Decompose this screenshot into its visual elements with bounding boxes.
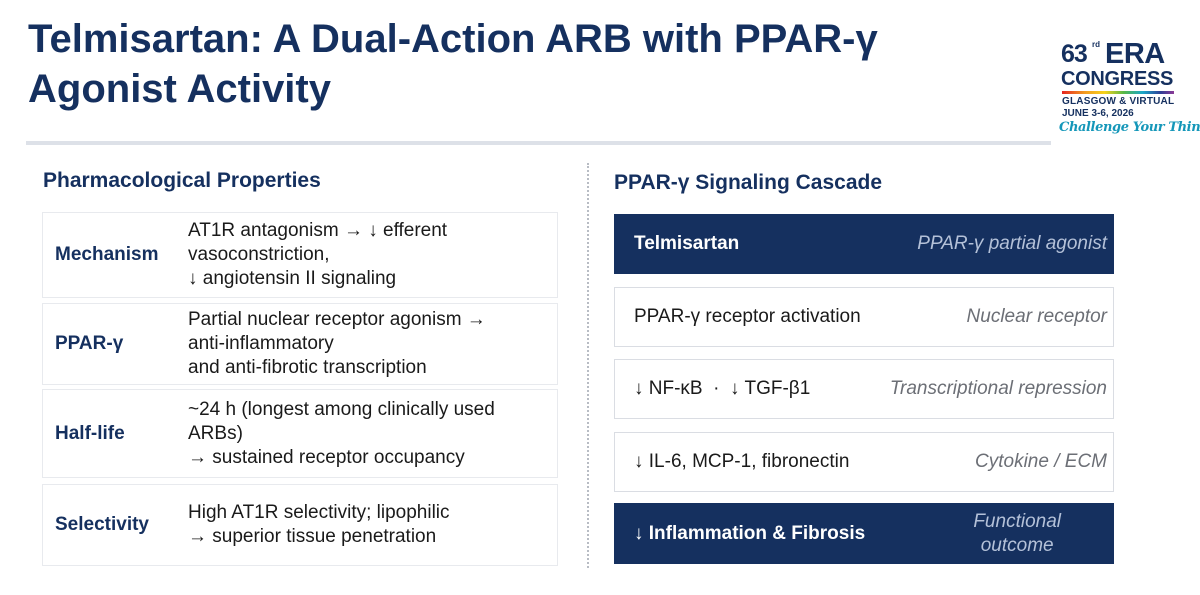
- step-annotation: Nuclear receptor: [966, 306, 1107, 327]
- step-label: Telmisartan: [634, 233, 740, 254]
- step-annotation: Transcriptional repression: [889, 378, 1107, 399]
- property-line: High AT1R selectivity; lipophilic: [188, 502, 450, 523]
- step-annotation-line: Functional: [973, 510, 1061, 532]
- logo-tagline: Challenge Your Thinking: [1059, 120, 1200, 135]
- property-label: Mechanism: [55, 244, 159, 265]
- cascade-step-cytokines: ↓ IL-6, MCP-1, fibronectin Cytokine / EC…: [614, 432, 1114, 492]
- step-label: ↓ NF-κB · ↓ TGF-β1: [634, 378, 811, 399]
- property-description: Partial nuclear receptor agonism → anti-…: [188, 304, 547, 384]
- logo-ordinal: rd: [1092, 40, 1100, 49]
- property-line: anti-inflammatory: [188, 333, 334, 354]
- property-line: AT1R antagonism → ↓ efferent: [188, 220, 448, 241]
- property-line: vasoconstriction,: [188, 244, 330, 265]
- cascade-step-transcriptional-repression: ↓ NF-κB · ↓ TGF-β1 Transcriptional repre…: [614, 359, 1114, 419]
- step-annotation: Cytokine / ECM: [975, 451, 1107, 472]
- property-line: → sustained receptor occupancy: [188, 446, 465, 468]
- step-label: ↓ IL-6, MCP-1, fibronectin: [634, 451, 850, 472]
- step-label: PPAR-γ receptor activation: [634, 306, 861, 327]
- property-description: High AT1R selectivity; lipophilic → supe…: [188, 485, 547, 565]
- step-annotation: Functional outcome: [973, 504, 1061, 563]
- property-row-selectivity: Selectivity High AT1R selectivity; lipop…: [42, 484, 558, 566]
- logo-rainbow-bar: [1062, 91, 1174, 94]
- cascade-step-outcome: ↓ Inflammation & Fibrosis Functional out…: [614, 503, 1114, 564]
- column-divider: [587, 163, 589, 568]
- property-description: AT1R antagonism → ↓ efferent vasoconstri…: [188, 213, 547, 297]
- property-label: Half-life: [55, 422, 125, 444]
- property-row-mechanism: Mechanism AT1R antagonism → ↓ efferent v…: [42, 212, 558, 298]
- logo-location: GLASGOW & VIRTUAL: [1062, 96, 1175, 107]
- property-description: ~24 h (longest among clinically used ARB…: [188, 390, 547, 477]
- property-line: → superior tissue penetration: [188, 526, 437, 547]
- property-line: ARBs): [188, 422, 243, 444]
- property-line: and anti-fibrotic transcription: [188, 357, 427, 378]
- property-label: PPAR-γ: [55, 333, 124, 354]
- logo-dates: JUNE 3-6, 2026: [1062, 108, 1134, 119]
- step-annotation: PPAR-γ partial agonist: [917, 233, 1107, 254]
- logo-congress: CONGRESS: [1061, 68, 1174, 90]
- property-line: Partial nuclear receptor agonism →: [188, 309, 486, 330]
- cascade-step-telmisartan: Telmisartan PPAR-γ partial agonist: [614, 214, 1114, 274]
- property-row-ppar: PPAR-γ Partial nuclear receptor agonism …: [42, 303, 558, 385]
- property-label: Selectivity: [55, 514, 149, 535]
- cascade-step-receptor-activation: PPAR-γ receptor activation Nuclear recep…: [614, 287, 1114, 347]
- pharmacology-heading: Pharmacological Properties: [43, 169, 321, 192]
- property-line: ↓ angiotensin II signaling: [188, 268, 397, 289]
- era-congress-logo: 63 rd ERA CONGRESS GLASGOW & VIRTUAL JUN…: [1058, 36, 1200, 140]
- property-row-half-life: Half-life ~24 h (longest among clinicall…: [42, 389, 558, 478]
- logo-era: ERA: [1105, 38, 1165, 70]
- cascade-heading: PPAR-γ Signaling Cascade: [614, 171, 883, 194]
- property-line: ~24 h (longest among clinically used: [188, 398, 495, 420]
- title-underline: [26, 141, 1051, 145]
- logo-number: 63: [1061, 40, 1088, 68]
- step-annotation-line: outcome: [980, 534, 1054, 556]
- slide-title: Telmisartan: A Dual-Action ARB with PPAR…: [28, 17, 878, 111]
- step-label: ↓ Inflammation & Fibrosis: [634, 522, 866, 544]
